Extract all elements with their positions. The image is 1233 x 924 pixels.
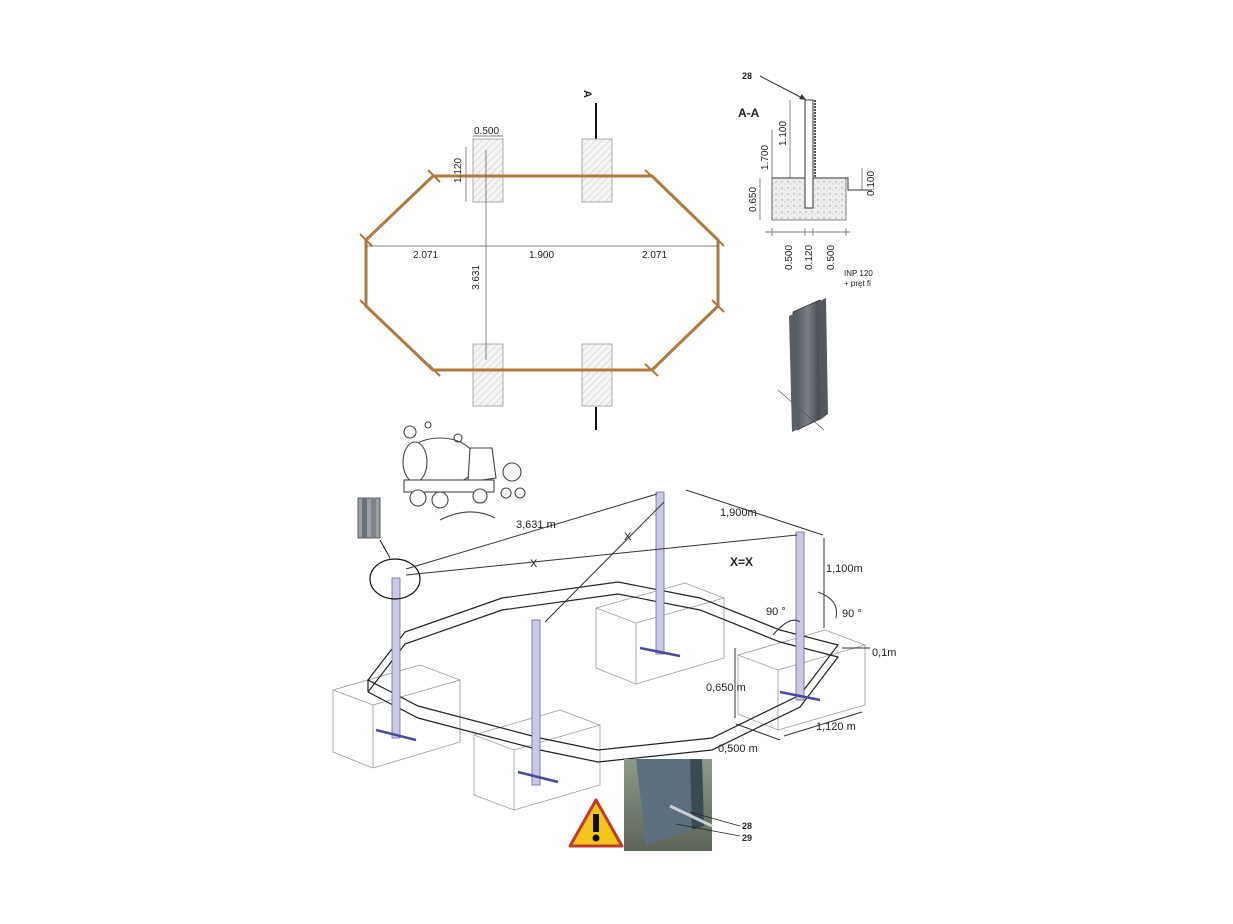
fence-outline [364, 174, 720, 372]
profile-detail-icon [357, 497, 381, 539]
dim-foundation-length: 1,120 m [816, 721, 856, 733]
section-title: A-A [738, 106, 760, 120]
label-x-equals: X=X [730, 555, 753, 569]
angle-1: 90 ° [766, 606, 786, 618]
dim-slab: 0,1m [872, 647, 896, 659]
footing-top-left [472, 138, 504, 203]
steel-post [804, 99, 814, 209]
dim-foundation-width: 0,500 m [718, 743, 758, 755]
plan-view: A 0.500 1.120 2.071 1.900 2.071 3.631 [359, 90, 725, 430]
footing-bottom-left [472, 343, 504, 407]
warning-icon [568, 798, 624, 848]
posts [375, 491, 821, 786]
dim-diagonal: 3,631 m [516, 519, 556, 531]
dim-foundation-height: 0,650 m [706, 682, 746, 694]
dim-height-span: 3.631 [471, 265, 482, 290]
dim-left-width: 0.500 [784, 245, 795, 270]
footing-bottom-right [581, 343, 613, 407]
callout-28: 28 [742, 71, 752, 81]
dim-post-width: 0.120 [804, 245, 815, 270]
dim-middle-span: 1.900 [529, 250, 554, 261]
dim-right-width: 0.500 [826, 245, 837, 270]
footing-top-right [581, 138, 613, 203]
dim-left-span: 2.071 [413, 250, 438, 261]
dim-step: 0.100 [866, 171, 877, 196]
steel-profile-icon [777, 298, 828, 432]
fence-post-ticks [359, 169, 725, 377]
section-a-a: 28 A-A 1.100 1.700 0.650 0.100 0.500 0.1… [738, 71, 877, 432]
dim-footing-depth: 1.120 [453, 158, 464, 183]
concrete-mixer-truck-icon [402, 421, 526, 521]
label-x-1: X [624, 531, 632, 543]
profile-note-2: + pręt fi [844, 279, 871, 288]
detail-circle [369, 558, 421, 600]
section-marker-a: A [581, 90, 593, 98]
dim-footing-width: 0.500 [474, 126, 499, 137]
isometric-view: 3,631 m 1,900m X X X=X 1,100m 90 ° 90 ° … [332, 489, 896, 811]
dim-right-span: 2.071 [642, 250, 667, 261]
dim-post-above: 1.100 [778, 121, 789, 146]
dim-side: 1,900m [720, 507, 757, 519]
installation-photo: 28 29 [624, 759, 752, 851]
photo-callout-28: 28 [742, 821, 752, 831]
profile-note-1: INP 120 [844, 269, 873, 278]
dim-total: 1.700 [760, 145, 771, 170]
label-x-2: X [530, 558, 538, 570]
dim-foundation: 0.650 [748, 187, 759, 212]
photo-callout-29: 29 [742, 833, 752, 843]
dim-post-height: 1,100m [826, 563, 863, 575]
angle-2: 90 ° [842, 608, 862, 620]
